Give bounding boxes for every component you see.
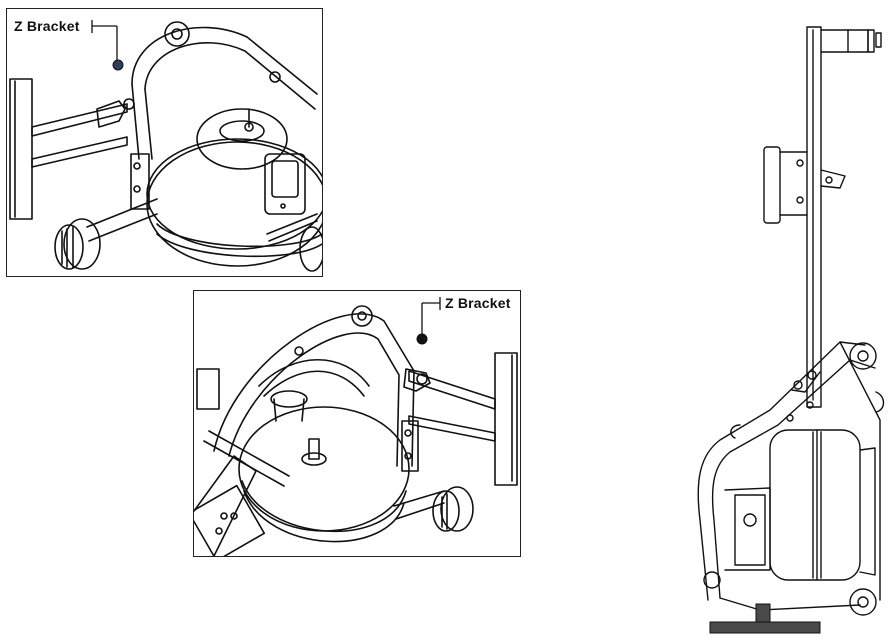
- z-bracket-label-1: Z Bracket: [14, 18, 80, 34]
- control-box: [264, 153, 306, 215]
- z-bracket-shape: [96, 100, 126, 128]
- rear-wheel: [703, 571, 721, 589]
- control-panel-2: [194, 484, 266, 556]
- drum-body-2: [238, 406, 410, 532]
- z-bracket-label-2: Z Bracket: [445, 295, 511, 311]
- detail-view-top-left: Z Bracket: [6, 8, 323, 277]
- frame-bar-upper: [31, 103, 128, 137]
- callout-dot-1: [112, 59, 124, 71]
- upper-wheel: [849, 342, 877, 370]
- drum-machine-illustration-1: [9, 20, 322, 272]
- rear-post-2: [494, 352, 518, 486]
- drum-machine-illustration-2: [194, 297, 518, 556]
- drum-side: [769, 429, 861, 581]
- detail-view-bottom-middle: Z Bracket: [193, 290, 521, 557]
- drum-body: [146, 141, 322, 267]
- caster-wheel-2: [440, 486, 474, 532]
- side-elevation-view: [697, 26, 885, 634]
- frame-bar-lower: [31, 136, 128, 168]
- caster-wheel: [63, 218, 101, 270]
- vertical-mast: [806, 26, 822, 408]
- callout-dot-2: [416, 333, 428, 345]
- front-wheel: [849, 588, 877, 616]
- base-stand: [755, 603, 771, 623]
- base-plate: [709, 621, 821, 634]
- rear-post: [9, 78, 33, 220]
